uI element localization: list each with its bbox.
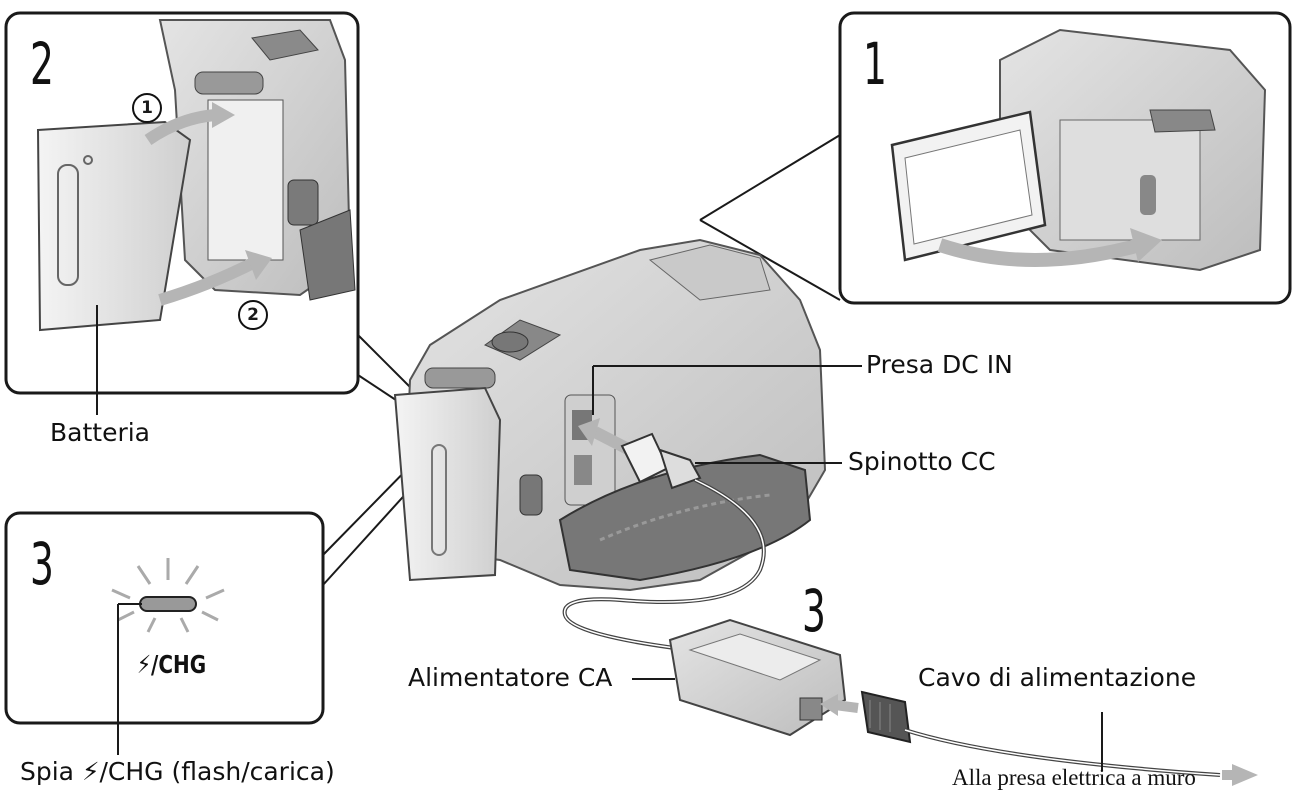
marker-2: 2 (238, 300, 268, 330)
step2-number: 2 (30, 30, 54, 98)
label-power-cord: Cavo di alimentazione (918, 663, 1197, 692)
step3-main-number: 3 (802, 577, 826, 645)
label-dc-in: Presa DC IN (866, 350, 1013, 379)
main-camcorder (393, 238, 827, 592)
panel-step1 (838, 11, 1292, 305)
step1-number: 1 (863, 30, 887, 98)
label-dc-plug: Spinotto CC (848, 447, 996, 476)
marker-1: 1 (132, 93, 162, 123)
step3-lamp-number: 3 (30, 530, 54, 598)
label-chg-lamp: Spia ⚡/CHG (flash/carica) (20, 757, 335, 786)
label-battery: Batteria (50, 418, 150, 447)
label-ac-adaptor: Alimentatore CA (408, 663, 613, 692)
panel-step2 (4, 11, 360, 415)
outlet-arrow (1232, 764, 1258, 786)
panel-step3-lamp (4, 511, 325, 755)
chg-indicator-text: ⚡/CHG (137, 650, 207, 679)
power-plug (860, 690, 912, 744)
label-wall-outlet: Alla presa elettrica a muro (952, 765, 1196, 790)
ac-adaptor (668, 618, 847, 737)
